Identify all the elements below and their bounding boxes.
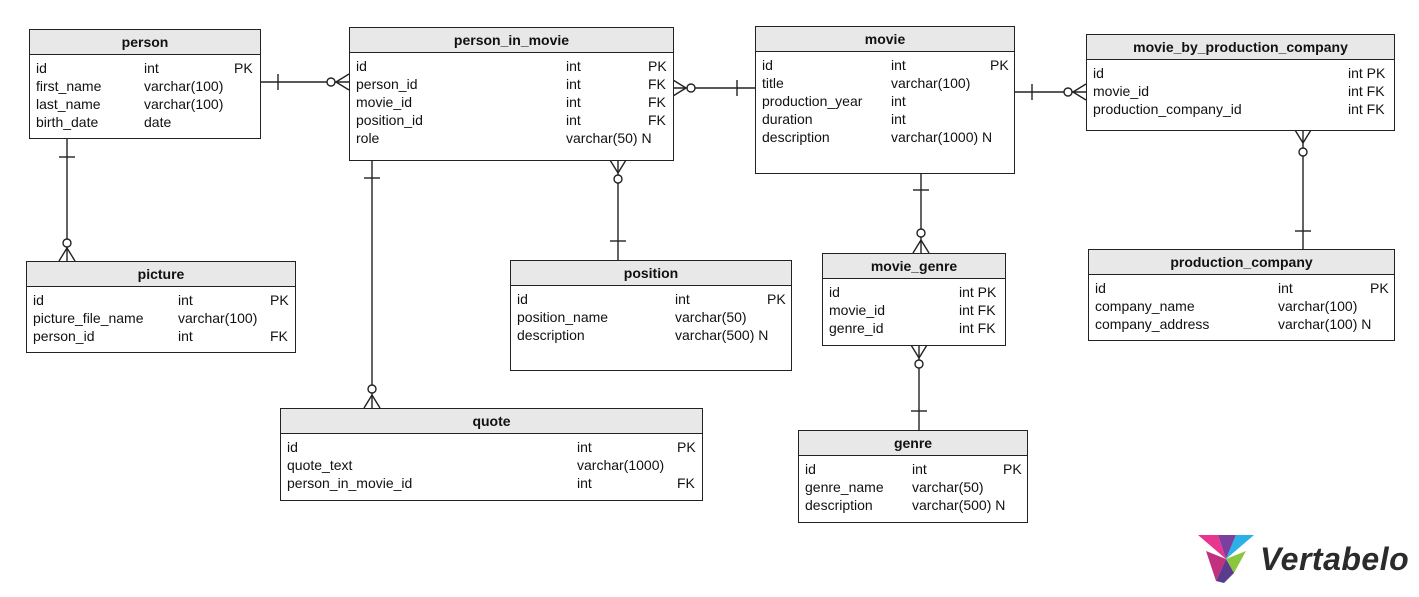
table-title: movie_genre: [823, 254, 1005, 279]
rel-production-company-movie-by-production-company: [1294, 129, 1312, 249]
table-title: person: [30, 30, 260, 55]
rel-movie-movie-genre: [912, 173, 930, 254]
vertabelo-logo: Vertabelo: [1196, 533, 1410, 585]
table-title: movie: [756, 27, 1014, 52]
table-title: picture: [27, 262, 295, 287]
rel-genre-movie-genre: [910, 344, 928, 430]
rel-person-person-in-movie: [260, 73, 350, 91]
vertabelo-wordmark: Vertabelo: [1260, 541, 1410, 577]
rel-person-picture: [58, 138, 76, 262]
rel-movie-movie-by-production-company: [1014, 83, 1087, 101]
table-title: position: [511, 261, 791, 286]
rel-person-in-movie-quote: [363, 160, 381, 409]
table-title: genre: [799, 431, 1027, 456]
rel-movie-person-in-movie: [672, 79, 755, 97]
table-title: quote: [281, 409, 702, 434]
rel-position-person-in-movie: [609, 159, 627, 260]
table-title: movie_by_production_company: [1087, 35, 1394, 60]
table-title: person_in_movie: [350, 28, 673, 53]
vertabelo-mark-icon: [1198, 535, 1254, 583]
table-title: production_company: [1089, 250, 1394, 275]
